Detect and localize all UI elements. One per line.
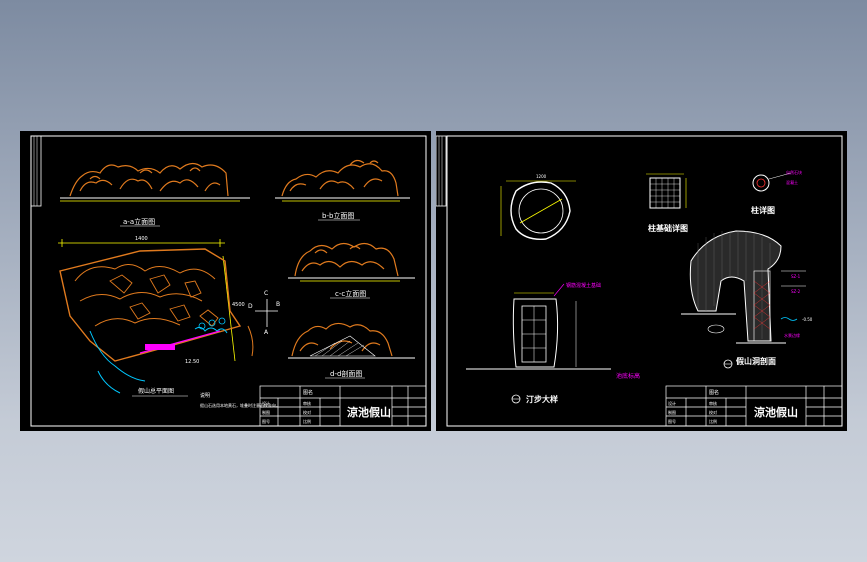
right-sheet-svg: 1200 柱基础详图 自然石块 混凝土 柱详图 钢筋混凝土基础 — [436, 135, 843, 427]
stepping-stone-elevation: 钢筋混凝土基础 池底标高 — [466, 282, 640, 380]
tb-top-label: 图名 — [303, 389, 313, 396]
section-rockery-4 — [291, 322, 393, 357]
sheet-border — [446, 135, 843, 427]
section-3-label: c-c立面图 — [335, 289, 366, 298]
orientation-marker — [255, 299, 278, 327]
binding-strip — [30, 135, 42, 207]
elevation-rockery-2 — [281, 159, 399, 197]
cave-section: SZ-1 SZ-2 -0.50 水景边缘 — [681, 230, 813, 344]
tb-cell: 校对 — [303, 409, 311, 415]
drawing-sheet-left: a-a立面图 b-b立面图 1400 4500 — [20, 131, 431, 431]
sheet-border — [30, 135, 427, 427]
tb-top-label: 图名 — [709, 389, 719, 396]
tb-cell: 比例 — [303, 418, 311, 424]
leader-text-3: 钢筋混凝土基础 — [566, 282, 601, 289]
svg-text:SZ-1: SZ-1 — [791, 274, 801, 279]
sheet-left-title: 涼池假山 — [347, 405, 391, 419]
tb-cell: 比例 — [709, 418, 717, 424]
view-b: B — [276, 301, 280, 308]
note-heading: 说明 — [200, 392, 210, 399]
tb-cell: 审核 — [709, 400, 717, 406]
column-plan-title: 柱基础详图 — [648, 223, 688, 233]
leader-text-2: 混凝土 — [786, 179, 798, 185]
tb-cell: 设计 — [668, 400, 676, 406]
elevation-rockery-1 — [69, 162, 229, 197]
rockery-plan: 1400 4500 12.50 — [58, 236, 254, 394]
dim-long: 1400 — [135, 236, 148, 242]
section-1-label: a-a立面图 — [123, 217, 155, 226]
section-4-label: d-d剖面图 — [330, 369, 362, 378]
tb-cell: 审核 — [303, 400, 311, 406]
svg-text:1200: 1200 — [536, 174, 547, 179]
column-base-plan — [646, 173, 687, 209]
tb-cell: 制图 — [262, 409, 270, 415]
column-detail: 自然石块 混凝土 — [752, 169, 802, 192]
titleblock-right — [665, 385, 843, 427]
pool-bottom-label: 池底标高 — [616, 372, 640, 380]
drawing-sheet-right: 1200 柱基础详图 自然石块 混凝土 柱详图 钢筋混凝土基础 — [436, 131, 847, 431]
section-tag — [145, 344, 175, 350]
section-2-label: b-b立面图 — [322, 211, 354, 220]
elevation-rockery-3 — [294, 242, 399, 277]
view-a: A — [264, 329, 269, 336]
titleblock-left — [259, 385, 427, 427]
cave-title: 假山洞剖面 — [736, 356, 776, 366]
leader-text-1: 自然石块 — [786, 169, 802, 175]
tb-cell: 图号 — [262, 418, 270, 424]
svg-text:12.50: 12.50 — [185, 359, 199, 365]
water-edge-label: 水景边缘 — [784, 332, 800, 338]
view-d: D — [248, 303, 253, 310]
sheet-right-title: 涼池假山 — [754, 405, 798, 419]
svg-text:-0.50: -0.50 — [802, 317, 813, 322]
plan-title: 假山总平面图 — [138, 387, 174, 395]
column-detail-title: 柱详图 — [751, 205, 775, 215]
view-c: C — [264, 290, 268, 297]
tb-cell: 设计 — [262, 400, 270, 406]
binding-strip — [436, 135, 447, 207]
round-stone-plan: 1200 — [500, 174, 576, 240]
tb-cell: 制图 — [668, 409, 676, 415]
svg-text:SZ-2: SZ-2 — [791, 289, 801, 294]
tb-cell: 图号 — [668, 418, 676, 424]
footing-title: 汀步大样 — [526, 394, 558, 404]
tb-cell: 校对 — [709, 409, 717, 415]
dim-side: 4500 — [232, 302, 245, 308]
note-body: 假山石选用本地黄石，堆叠时注意石纹走向。 — [200, 402, 280, 408]
left-sheet-svg: a-a立面图 b-b立面图 1400 4500 — [30, 135, 427, 427]
